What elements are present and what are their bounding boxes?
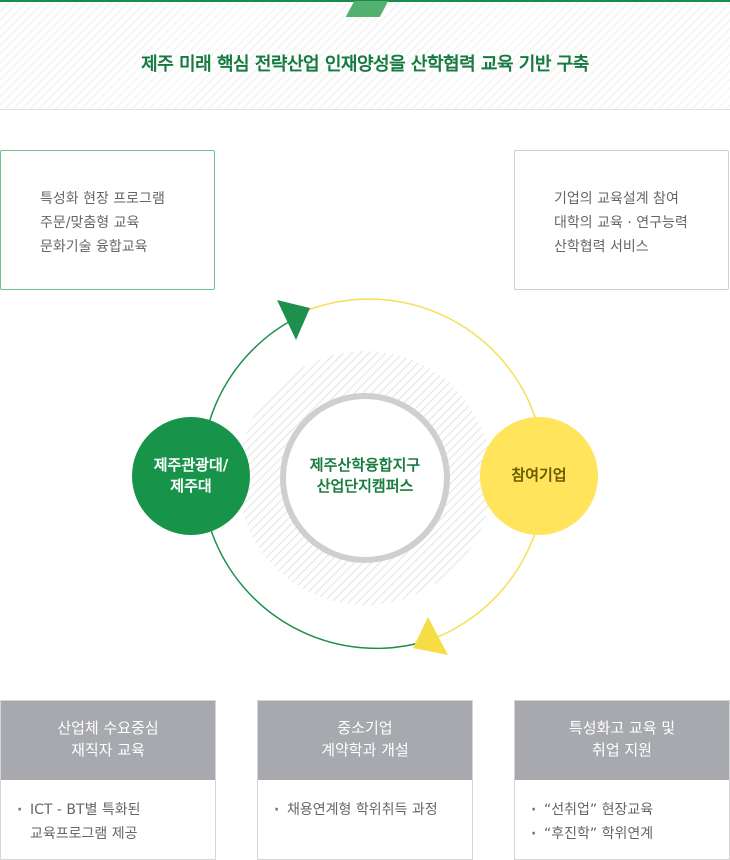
left-green-circle bbox=[132, 417, 250, 535]
list-item-text: 채용연계형 학위취득 과정 bbox=[287, 802, 438, 818]
top-left-line-2: 주문/맞춤형 교육 bbox=[40, 215, 140, 231]
bottom-box-body: · 채용연계형 학위취득 과정 bbox=[258, 780, 472, 822]
top-right-box: 기업의 교육설계 참여 대학의 교육 · 연구능력 산학협력 서비스 bbox=[514, 150, 729, 290]
bottom-box-body: · “선취업” 현장교육 · “후진학” 학위연계 bbox=[515, 780, 729, 846]
green-arrowhead-icon bbox=[277, 300, 310, 340]
top-left-line-1: 특성화 현장 프로그램 bbox=[40, 191, 165, 207]
page-title: 제주 미래 핵심 전략산업 인재양성을 산학협력 교육 기반 구축 bbox=[141, 54, 589, 75]
bottom-box-title-line-2: 취업 지원 bbox=[592, 741, 652, 759]
left-circle-line-1: 제주관광대/ bbox=[153, 456, 229, 474]
bottom-box-header: 중소기업 계약학과 개설 bbox=[258, 701, 472, 780]
right-circle-label: 참여기업 bbox=[511, 466, 567, 484]
top-right-line-3: 산학협력 서비스 bbox=[554, 239, 649, 255]
bottom-box-body: · ICT - BT별 특화된 교육프로그램 제공 bbox=[1, 780, 215, 846]
top-right-line-2: 대학의 교육 · 연구능력 bbox=[554, 215, 688, 231]
yellow-arrowhead-icon bbox=[413, 617, 448, 655]
bottom-box-title-line-1: 산업체 수요중심 bbox=[57, 719, 159, 737]
right-yellow-circle bbox=[480, 417, 598, 535]
yellow-cycle-arc bbox=[307, 298, 546, 641]
top-left-box: 특성화 현장 프로그램 주문/맞춤형 교육 문화기술 융합교육 bbox=[0, 150, 215, 290]
top-left-line-3: 문화기술 융합교육 bbox=[40, 239, 148, 255]
bottom-box-header: 특성화고 교육 및 취업 지원 bbox=[515, 701, 729, 780]
list-item-continuation: 교육프로그램 제공 bbox=[30, 826, 138, 842]
center-circle-line-1: 제주산학융합지구 bbox=[309, 456, 421, 474]
green-cycle-arc bbox=[200, 317, 431, 650]
bottom-box-title-line-1: 중소기업 bbox=[337, 719, 393, 737]
bullet-icon: · bbox=[531, 802, 537, 818]
list-item: · “후진학” 학위연계 bbox=[515, 822, 729, 846]
bottom-box-title-line-2: 재직자 교육 bbox=[71, 741, 145, 759]
list-item: · “선취업” 현장교육 bbox=[515, 798, 729, 822]
center-ring bbox=[280, 393, 450, 563]
list-item-text: ICT - BT별 특화된 bbox=[30, 802, 141, 818]
center-circle-label: 제주산학융합지구 산업단지캠퍼스 bbox=[290, 455, 440, 497]
bullet-icon: · bbox=[274, 802, 280, 818]
center-circle-line-2: 산업단지캠퍼스 bbox=[316, 477, 414, 495]
bullet-icon: · bbox=[531, 826, 537, 842]
list-item: · 채용연계형 학위취득 과정 bbox=[258, 798, 472, 822]
header-banner: 제주 미래 핵심 전략산업 인재양성을 산학협력 교육 기반 구축 bbox=[0, 0, 730, 110]
bullet-icon: · bbox=[17, 802, 23, 818]
list-item-text: “선취업” 현장교육 bbox=[544, 802, 654, 818]
bottom-box-contract-department: 중소기업 계약학과 개설 · 채용연계형 학위취득 과정 bbox=[257, 700, 473, 860]
list-item: · ICT - BT별 특화된 bbox=[1, 798, 215, 822]
bottom-box-vocational-support: 특성화고 교육 및 취업 지원 · “선취업” 현장교육 · “후진학” 학위연… bbox=[514, 700, 730, 860]
bottom-box-industry-training: 산업체 수요중심 재직자 교육 · ICT - BT별 특화된 교육프로그램 제… bbox=[0, 700, 216, 860]
left-circle-label: 제주관광대/ 제주대 bbox=[136, 455, 246, 497]
left-circle-line-2: 제주대 bbox=[170, 477, 212, 495]
top-right-line-1: 기업의 교육설계 참여 bbox=[554, 191, 679, 207]
bottom-box-title-line-1: 특성화고 교육 및 bbox=[568, 719, 676, 737]
bottom-box-header: 산업체 수요중심 재직자 교육 bbox=[1, 701, 215, 780]
list-item-text: “후진학” 학위연계 bbox=[544, 826, 654, 842]
bottom-box-title-line-2: 계약학과 개설 bbox=[321, 741, 409, 759]
